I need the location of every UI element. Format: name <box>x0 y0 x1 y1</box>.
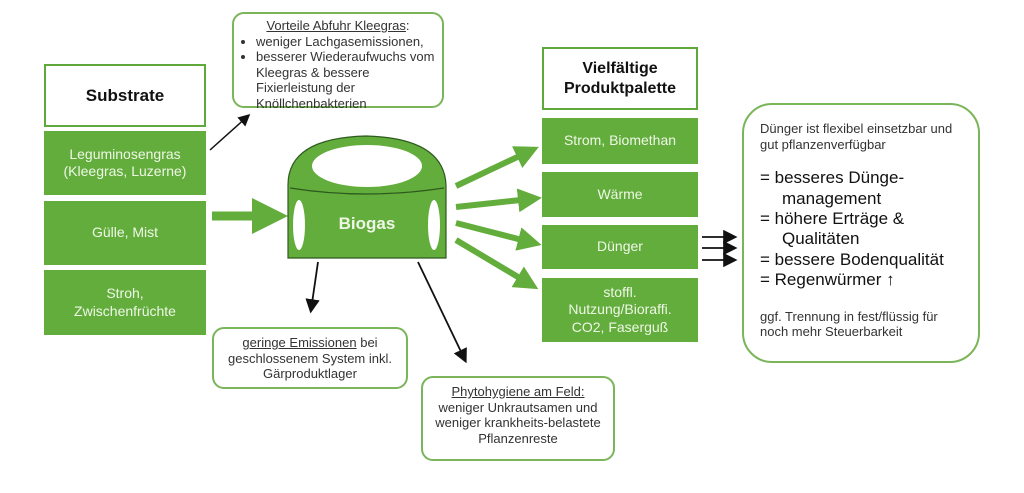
substrate-item: Gülle, Mist <box>44 201 206 265</box>
phyto-text: weniger Unkrautsamen und weniger krankhe… <box>435 399 601 446</box>
duenger-arrows <box>702 229 738 268</box>
vorteile-bullet: weniger Lachgasemissionen, <box>256 34 436 50</box>
substrate-item: Stroh, Zwischenfrüchte <box>44 270 206 335</box>
produkt-item: stoffl. Nutzung/Bioraffi. CO2, Faserguß <box>542 278 698 342</box>
arrow-to-emissionen <box>305 261 320 314</box>
duenger-point: = bessere Bodenqualität <box>760 249 944 269</box>
duenger-note: Dünger ist flexibel einsetzbar und gut p… <box>742 103 980 363</box>
substrate-header: Substrate <box>44 64 206 127</box>
biogas-label: Biogas <box>338 214 396 233</box>
duenger-point: Qualitäten <box>782 229 860 249</box>
produkte-header: Vielfältige Produktpalette <box>542 47 698 110</box>
duenger-intro: Dünger ist flexibel einsetzbar und gut p… <box>760 121 953 152</box>
vorteile-title: Vorteile Abfuhr Kleegras <box>266 18 406 33</box>
vorteile-bullet: besserer Wiederaufwuchs vom Kleegras & b… <box>256 49 436 111</box>
emissionen-title: geringe Emissionen <box>242 335 357 350</box>
vorteile-note: Vorteile Abfuhr Kleegras: weniger Lachga… <box>232 12 444 111</box>
product-arrows <box>454 146 542 290</box>
substrate-item: Leguminosengras (Kleegras, Luzerne) <box>44 131 206 195</box>
phyto-title: Phytohygiene am Feld: <box>451 384 585 399</box>
biogas-tank-icon <box>287 135 447 259</box>
arrow-to-vorteile <box>209 113 251 151</box>
up-arrow-icon: ↑ <box>886 270 895 290</box>
duenger-outro: ggf. Trennung in fest/flüssig für noch m… <box>760 308 938 340</box>
emissionen-text: bei geschlossenem System inkl. Gärproduk… <box>227 335 392 382</box>
emissionen-note: geringe Emissionen bei geschlossenem Sys… <box>212 327 408 389</box>
produkt-item: Wärme <box>542 172 698 217</box>
duenger-point: management <box>782 188 882 208</box>
arrow-to-phyto <box>417 261 467 364</box>
produkt-item: Dünger <box>542 225 698 269</box>
colon: : <box>405 18 410 33</box>
produkt-item: Strom, Biomethan <box>542 118 698 164</box>
duenger-point: = Regenwürmer <box>760 270 882 290</box>
phyto-note: Phytohygiene am Feld: weniger Unkrautsam… <box>421 376 615 461</box>
duenger-point: = höhere Erträge & <box>760 208 905 228</box>
duenger-point: = besseres Dünge- <box>760 168 905 188</box>
